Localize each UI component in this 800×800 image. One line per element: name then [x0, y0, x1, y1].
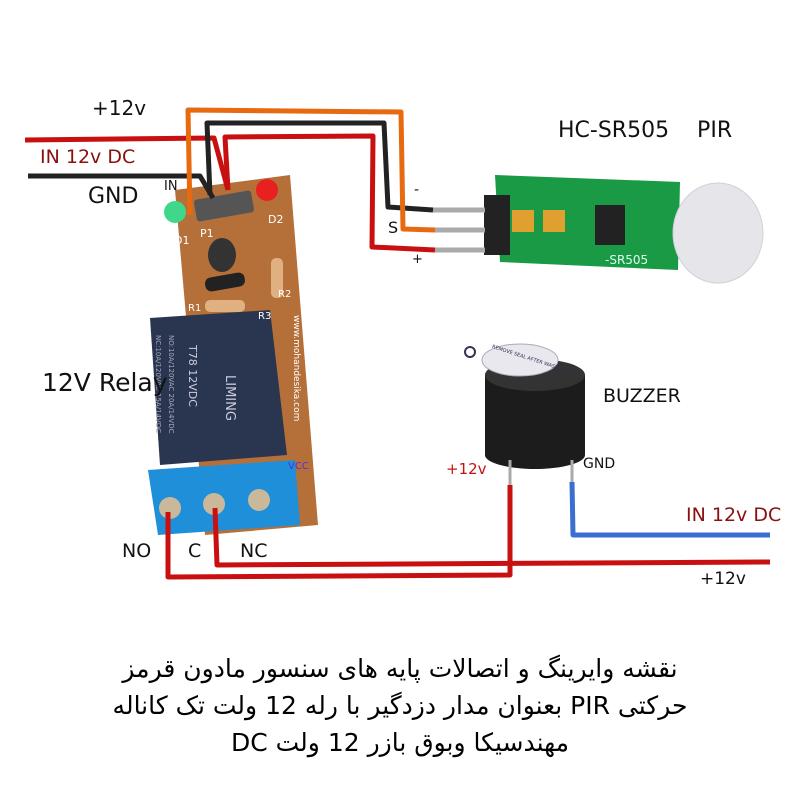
label-pir-s: S: [388, 218, 399, 237]
label-pir-minus: -: [414, 182, 420, 198]
capacitor: [512, 210, 534, 232]
label-no: NO: [122, 540, 152, 562]
pcb-label-r1: R1: [188, 303, 202, 314]
terminal-screw-nc: [248, 489, 270, 511]
wires: [24, 107, 771, 580]
resistor: [271, 258, 283, 298]
red-led: [256, 179, 278, 201]
diode: [205, 272, 245, 292]
buzzer-seal-sticker: [481, 343, 559, 377]
pcb-website: www.mohandesika.com: [291, 315, 301, 422]
plus-icon: [464, 346, 476, 358]
caption: نقشه وایرینگ و اتصالات پایه های سنسور ما…: [20, 650, 780, 761]
wire-c-12v: [212, 507, 771, 568]
label-vcc: VCC: [288, 461, 309, 472]
label-in-pin: IN: [164, 179, 178, 194]
wire-12v-in: [24, 135, 231, 191]
pir-chip: [595, 205, 625, 245]
caption-line-2: حرکتی PIR بعنوان مدار دزدگیر با رله 12 و…: [112, 691, 688, 720]
pir-pcb: [495, 175, 680, 270]
wire-buzzer-gnd: [569, 481, 770, 538]
label-12v-top: +12v: [92, 96, 147, 120]
label-pir-plus: +: [412, 252, 423, 267]
pcb-label-r2: R2: [278, 289, 292, 300]
label-buzzer-12v: +12v: [446, 460, 487, 478]
pcb-label-r3: R3: [258, 311, 272, 322]
caption-line-3: مهندسیکا وبوق بازر 12 ولت DC: [230, 728, 570, 757]
resistor: [205, 300, 245, 312]
green-led: [164, 201, 186, 223]
capacitor: [543, 210, 565, 232]
pir-sensor: [433, 175, 764, 284]
relay-module: [148, 175, 318, 535]
pir-header: [484, 195, 510, 255]
label-in-12v-dc: IN 12v DC: [40, 146, 136, 168]
relay-title: 12V Relay: [42, 368, 168, 397]
relay-model: T78 12VDC: [186, 345, 199, 407]
relay-body: [150, 310, 287, 465]
relay-brand: LIMING: [222, 375, 237, 421]
label-buzzer-gnd: GND: [583, 456, 616, 472]
label-12v-bottom: +12v: [700, 569, 746, 589]
transistor: [208, 238, 236, 272]
relay-spec-1: NO:10A/120VAC 20A/14VDC: [167, 335, 175, 434]
label-gnd: GND: [88, 184, 139, 209]
wire-pir-signal: [185, 107, 436, 233]
buzzer: [464, 343, 585, 485]
terminal-screw-no: [159, 497, 181, 519]
pir-lens: [672, 182, 764, 284]
label-in-12v-dc-right: IN 12v DC: [686, 504, 782, 526]
pin-header: [194, 190, 254, 222]
label-nc: NC: [240, 540, 268, 562]
pir-title: HC-SR505 PIR: [558, 118, 733, 143]
terminal-block: [148, 460, 300, 535]
wire-no-buzzer: [165, 485, 513, 580]
wire-pir-plus: [222, 133, 436, 253]
caption-line-1: نقشه وایرینگ و اتصالات پایه های سنسور ما…: [122, 654, 678, 683]
pir-board-text: -SR505: [605, 253, 649, 267]
label-c: C: [188, 540, 202, 562]
pcb-label-d1: D1: [174, 234, 190, 247]
pcb-label-p1: P1: [200, 227, 214, 240]
terminal-screw-c: [203, 493, 225, 515]
buzzer-title: BUZZER: [603, 385, 681, 407]
pcb-label-d2: D2: [268, 213, 284, 226]
